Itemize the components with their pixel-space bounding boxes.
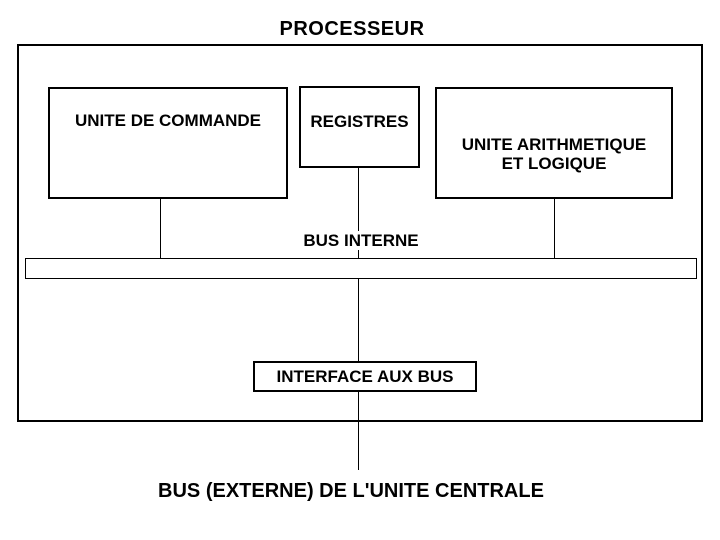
connector-interface-to-external-bus (358, 392, 359, 470)
node-unite-arithmetique-et-logique: UNITE ARITHMETIQUE ET LOGIQUE (435, 87, 673, 199)
connector-registres-to-bus (358, 167, 359, 258)
node-registres: REGISTRES (299, 86, 420, 168)
internal-bus-bar (25, 258, 697, 279)
connector-unite-de-commande-to-bus (160, 199, 161, 258)
bus-externe-label: BUS (EXTERNE) DE L'UNITE CENTRALE (158, 480, 544, 502)
bus-interne-label: BUS INTERNE (25, 231, 697, 251)
node-registres-label: REGISTRES (310, 112, 409, 131)
node-unite-de-commande-label: UNITE DE COMMANDE (74, 111, 262, 130)
node-unite-de-commande: UNITE DE COMMANDE (48, 87, 288, 199)
connector-alu-to-bus (554, 199, 555, 258)
page-title: PROCESSEUR (279, 18, 425, 40)
node-interface-aux-bus-label: INTERFACE AUX BUS (276, 367, 454, 386)
node-alu-label-line2: ET LOGIQUE (501, 154, 607, 173)
connector-bus-to-interface (358, 279, 359, 361)
bus-interne-label-text: BUS INTERNE (298, 231, 424, 250)
node-alu-label-line1: UNITE ARITHMETIQUE (461, 135, 647, 154)
node-interface-aux-bus: INTERFACE AUX BUS (253, 361, 477, 392)
